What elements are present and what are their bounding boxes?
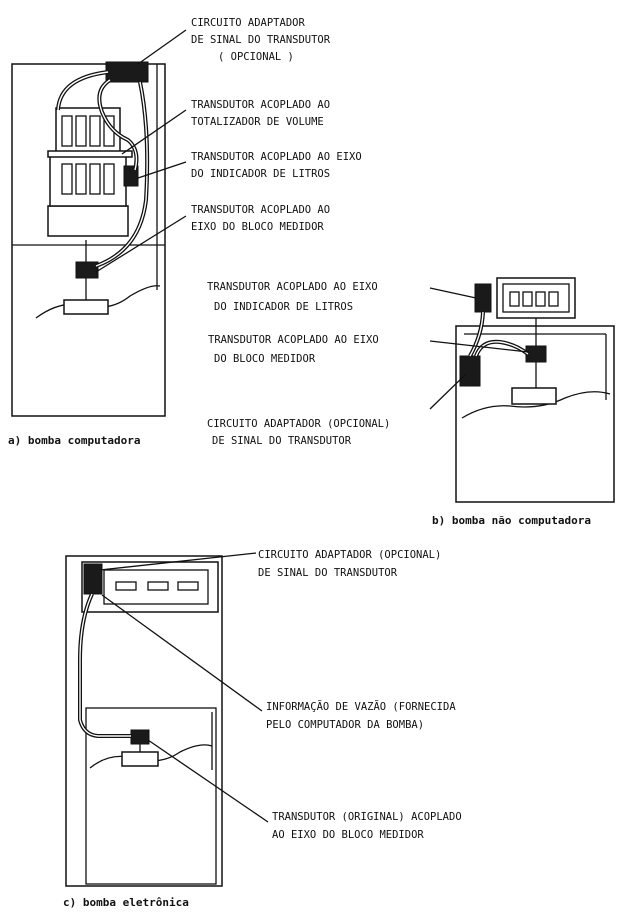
- pump-c-flow-leader: [101, 594, 263, 712]
- pump-c-adapter-label: CIRCUITO ADAPTADOR (OPCIONAL) DE SINAL D…: [258, 549, 448, 579]
- pump-a-adapter-leader: [137, 29, 187, 65]
- pump-c-meter-block: [121, 751, 159, 767]
- pump-a-meter-leader: [95, 215, 187, 273]
- pump-b-ground-line: [461, 391, 611, 419]
- pump-a-counter-bar: [47, 150, 133, 158]
- pump-c-meter-transducer: [130, 729, 150, 745]
- pump-c-display-panel: [103, 569, 209, 605]
- pump-b-meter-leader: [429, 340, 529, 353]
- pump-b-liters-transducer: [474, 283, 492, 313]
- pump-a-liters-transducer: [123, 165, 139, 187]
- pump-a-liters-leader: [137, 161, 187, 179]
- pump-b-adapter-label: CIRCUITO ADAPTADOR (OPCIONAL) DE SINAL D…: [207, 418, 397, 447]
- pump-c-meter-label: TRANSDUTOR (ORIGINAL) ACOPLADO AO EIXO D…: [272, 811, 468, 841]
- pump-a-liters-label: TRANSDUTOR ACOPLADO AO EIXO DO INDICADOR…: [191, 151, 368, 180]
- panel-c-bomba-eletronica: CIRCUITO ADAPTADOR (OPCIONAL) DE SINAL D…: [63, 549, 468, 909]
- pump-a-adapter-label: CIRCUITO ADAPTADOR DE SINAL DO TRANSDUTO…: [191, 17, 336, 63]
- pump-a-computer-body: [47, 205, 129, 237]
- pump-a-meter-block: [63, 299, 109, 315]
- pump-b-indicator-inner: [502, 283, 570, 313]
- pump-c-adapter-circuit: [83, 563, 103, 595]
- pump-b-caption: b) bomba não computadora: [432, 514, 591, 527]
- pump-a-volume-leader: [121, 109, 187, 155]
- pump-c-adapter-leader: [99, 552, 257, 571]
- pump-c-flow-label: INFORMAÇÃO DE VAZÃO (FORNECIDA PELO COMP…: [266, 700, 462, 731]
- pump-c-lower-compartment: [85, 707, 217, 885]
- pump-a-adapter-circuit: [105, 61, 149, 83]
- pump-a-caption: a) bomba computadora: [8, 434, 140, 447]
- pump-a-meter-label: TRANSDUTOR ACOPLADO AO EIXO DO BLOCO MED…: [191, 204, 336, 233]
- pump-b-meter-label: TRANSDUTOR ACOPLADO AO EIXO DO BLOCO MED…: [208, 334, 385, 365]
- pump-b-meter-transducer: [525, 345, 547, 363]
- pump-a-counter-wheels: [61, 115, 115, 195]
- pump-a-volume-label: TRANSDUTOR ACOPLADO AO TOTALIZADOR DE VO…: [191, 99, 336, 128]
- panel-a-bomba-computadora: CIRCUITO ADAPTADOR DE SINAL DO TRANSDUTO…: [8, 17, 368, 447]
- pump-b-liters-label: TRANSDUTOR ACOPLADO AO EIXO DO INDICADOR…: [207, 281, 384, 313]
- pump-c-caption: c) bomba eletrônica: [63, 896, 189, 909]
- pump-a-meter-transducer: [75, 261, 99, 279]
- pump-c-display-segments: [115, 581, 199, 591]
- pump-b-adapter-leader: [429, 373, 467, 410]
- panel-b-bomba-nao-computadora: TRANSDUTOR ACOPLADO AO EIXO DO INDICADOR…: [207, 277, 615, 527]
- pump-b-meter-block: [511, 387, 557, 405]
- pump-a-counter-upper: [55, 107, 121, 155]
- pump-b-indicator-digits: [509, 291, 559, 307]
- pump-b-adapter-circuit: [459, 355, 481, 387]
- pump-b-liters-leader: [429, 287, 477, 299]
- pump-c-meter-leader: [147, 739, 269, 823]
